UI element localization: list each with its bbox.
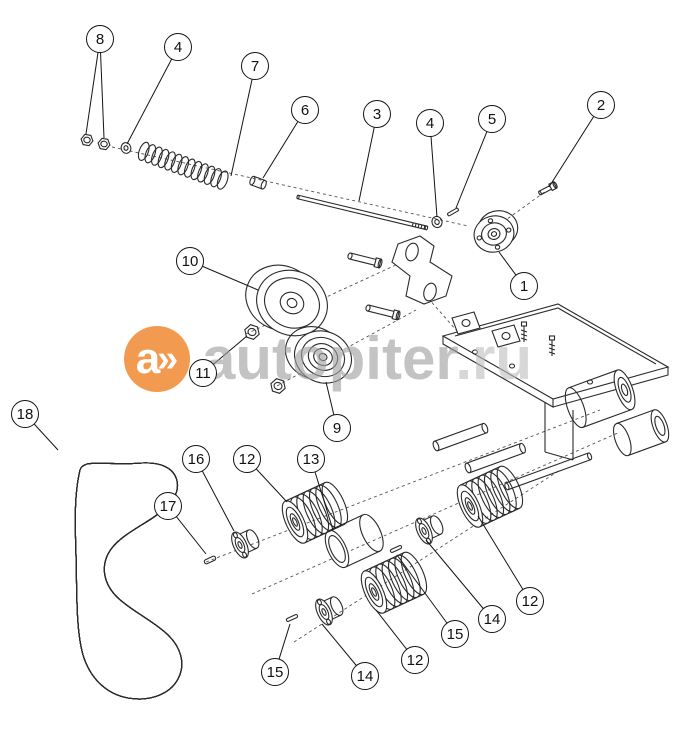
nut-pair-8 [80,133,111,151]
callout-8-0: 8 [86,25,114,53]
callout-9-11: 9 [323,414,351,442]
callout-18-12: 18 [11,400,39,428]
leader-line-8 [99,38,105,139]
sleeve-13 [324,513,384,569]
spacer-6 [249,175,267,190]
leader-line-15 [396,554,456,635]
leader-line-7 [230,65,256,177]
callout-15-17: 15 [261,658,289,686]
washer-4-left [120,142,132,154]
callout-4-1: 4 [164,33,192,61]
leader-line-5 [455,118,493,209]
callout-12-19: 12 [401,646,429,674]
nut-11 [244,324,260,340]
callout-17-16: 17 [154,492,182,520]
pin-15b [389,544,403,554]
idler-pulley-9 [284,326,352,384]
callout-10-9: 10 [176,247,204,275]
pin-5 [447,207,459,217]
callout-4-5: 4 [416,109,444,137]
key-17 [203,555,217,565]
pulley-12c [451,462,529,532]
hub-14a [311,590,348,628]
hub-flange-1 [473,210,519,253]
leader-line-4 [126,46,179,145]
callout-5-6: 5 [478,105,506,133]
leader-line-3 [358,113,378,202]
pulley-12a [276,478,354,548]
leader-line-14 [425,539,493,620]
callout-2-7: 2 [587,91,615,119]
callout-12-14: 12 [233,445,261,473]
callout-13-15: 13 [297,445,325,473]
tensioner-arm-assembly [347,235,453,321]
callout-3-4: 3 [363,100,391,128]
washer-4-right [431,215,443,229]
callout-6-3: 6 [291,96,319,124]
callout-15-20: 15 [441,620,469,648]
pin-15a [285,613,299,623]
rod-3 [296,194,429,231]
leader-line-8 [85,38,101,135]
spring-7 [137,141,229,190]
callout-14-18: 14 [351,662,379,690]
gearbox-assembly [432,303,670,491]
callout-11-10: 11 [189,359,217,387]
callout-14-21: 14 [478,605,506,633]
callout-7-2: 7 [241,52,269,80]
leader-line-4 [429,122,438,218]
callout-12-22: 12 [516,587,544,615]
idler-pulley-10 [245,264,328,337]
nut-11b [270,378,286,394]
bolt-2 [538,181,558,196]
callout-16-13: 16 [182,445,210,473]
callout-1-8: 1 [510,272,538,300]
leader-line-12 [477,515,531,602]
pulley-12b [355,548,433,618]
assembly-axis-lines [111,146,621,643]
leader-line-2 [548,104,602,188]
